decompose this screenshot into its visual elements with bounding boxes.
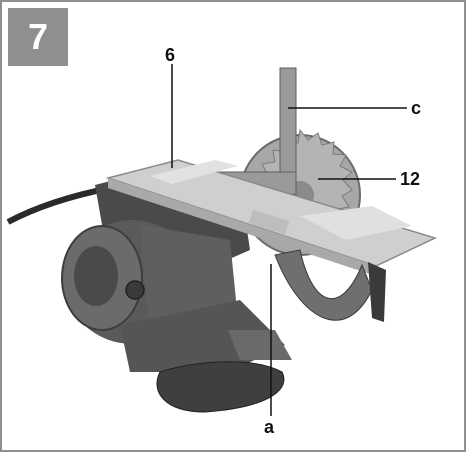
callout-label-c: c	[411, 98, 422, 118]
figure-number: 7	[8, 8, 68, 66]
callout-label-a: a	[264, 417, 275, 437]
blade-guard	[274, 249, 373, 321]
callout-label-12: 12	[400, 169, 421, 189]
motor-housing	[61, 220, 238, 344]
base-plate	[105, 159, 438, 276]
handle-grip	[156, 361, 285, 413]
bevel-lever	[368, 262, 386, 322]
power-cord	[6, 185, 111, 225]
adjustment-knob	[228, 330, 292, 360]
callout-label-6: 6	[165, 45, 176, 65]
